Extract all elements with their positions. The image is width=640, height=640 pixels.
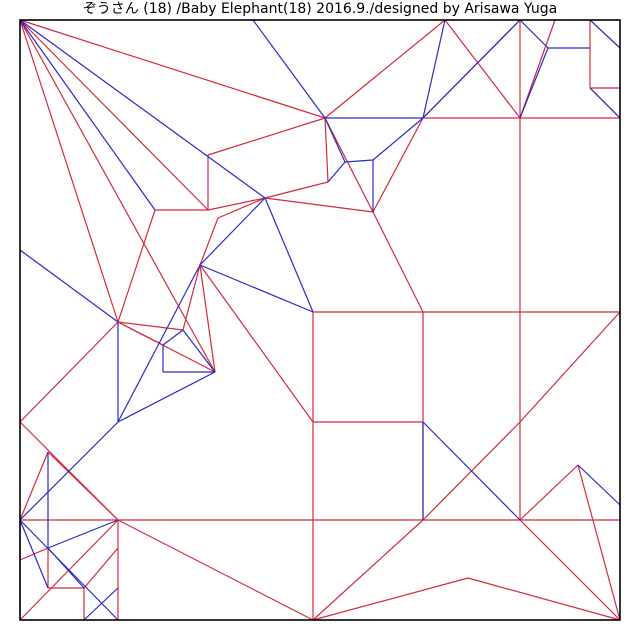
mountain-crease-line	[519, 19, 556, 119]
valley-crease-line	[344, 159, 374, 163]
valley-crease-line	[589, 87, 621, 119]
mountain-crease-line	[217, 197, 266, 219]
valley-crease-line	[252, 19, 326, 119]
mountain-crease-line	[264, 181, 329, 199]
mountain-crease-line	[324, 19, 446, 119]
valley-crease-line	[83, 587, 119, 621]
valley-crease-line	[372, 117, 424, 161]
valley-crease-line	[117, 371, 216, 423]
mountain-crease-line	[19, 451, 49, 521]
mountain-crease-line	[324, 117, 374, 213]
valley-crease-line	[182, 329, 216, 373]
mountain-crease-line	[19, 19, 326, 119]
valley-crease-line	[422, 19, 521, 119]
valley-crease-line	[162, 329, 184, 346]
mountain-crease-line	[182, 264, 201, 331]
paper-border	[19, 19, 621, 621]
valley-crease-line	[47, 547, 85, 589]
valley-crease-line	[324, 117, 346, 163]
mountain-creases	[19, 19, 621, 621]
mountain-crease-line	[19, 19, 209, 211]
mountain-crease-line	[324, 117, 329, 183]
mountain-crease-line	[372, 211, 424, 313]
mountain-crease-line	[117, 519, 314, 621]
mountain-crease-line	[519, 519, 621, 621]
valley-crease-line	[19, 421, 119, 521]
mountain-crease-line	[83, 547, 119, 589]
valley-crease-line	[519, 19, 549, 49]
mountain-crease-line	[519, 464, 579, 521]
valley-crease-line	[422, 19, 446, 119]
valley-crease-line	[199, 264, 314, 313]
valley-crease-line	[19, 19, 156, 211]
valley-crease-line	[19, 19, 266, 199]
mountain-crease-line	[19, 19, 119, 323]
mountain-crease-line	[199, 217, 219, 266]
mountain-crease-line	[372, 117, 424, 213]
valley-crease-line	[577, 464, 621, 506]
valley-crease-line	[199, 197, 266, 266]
mountain-crease-line	[207, 197, 266, 211]
mountain-crease-line	[519, 311, 621, 423]
valley-crease-line	[589, 19, 621, 49]
valley-crease-line	[117, 264, 201, 423]
mountain-crease-line	[577, 464, 621, 621]
diagram-title: ぞうさん (18) /Baby Elephant(18) 2016.9./des…	[82, 1, 558, 17]
mountain-crease-line	[199, 264, 216, 373]
mountain-crease-line	[19, 19, 216, 373]
valley-crease-line	[264, 197, 314, 313]
mountain-crease-line	[207, 117, 326, 156]
mountain-crease-line	[19, 321, 119, 423]
valley-crease-line	[327, 161, 346, 183]
mountain-crease-line	[47, 451, 119, 521]
mountain-crease-line	[117, 209, 156, 323]
valley-creases	[19, 19, 621, 621]
valley-crease-line	[519, 47, 549, 119]
mountain-crease-line	[117, 321, 216, 373]
valley-crease-line	[19, 519, 49, 589]
valley-crease-line	[47, 519, 119, 549]
mountain-crease-line	[444, 19, 521, 119]
valley-crease-line	[422, 421, 521, 521]
valley-crease-line	[19, 249, 119, 323]
mountain-crease-line	[117, 321, 184, 331]
mountain-crease-line	[199, 264, 314, 423]
mountain-crease-line	[467, 577, 621, 621]
mountain-crease-line	[264, 197, 374, 213]
mountain-crease-line	[312, 519, 424, 621]
mountain-crease-line	[312, 577, 469, 621]
